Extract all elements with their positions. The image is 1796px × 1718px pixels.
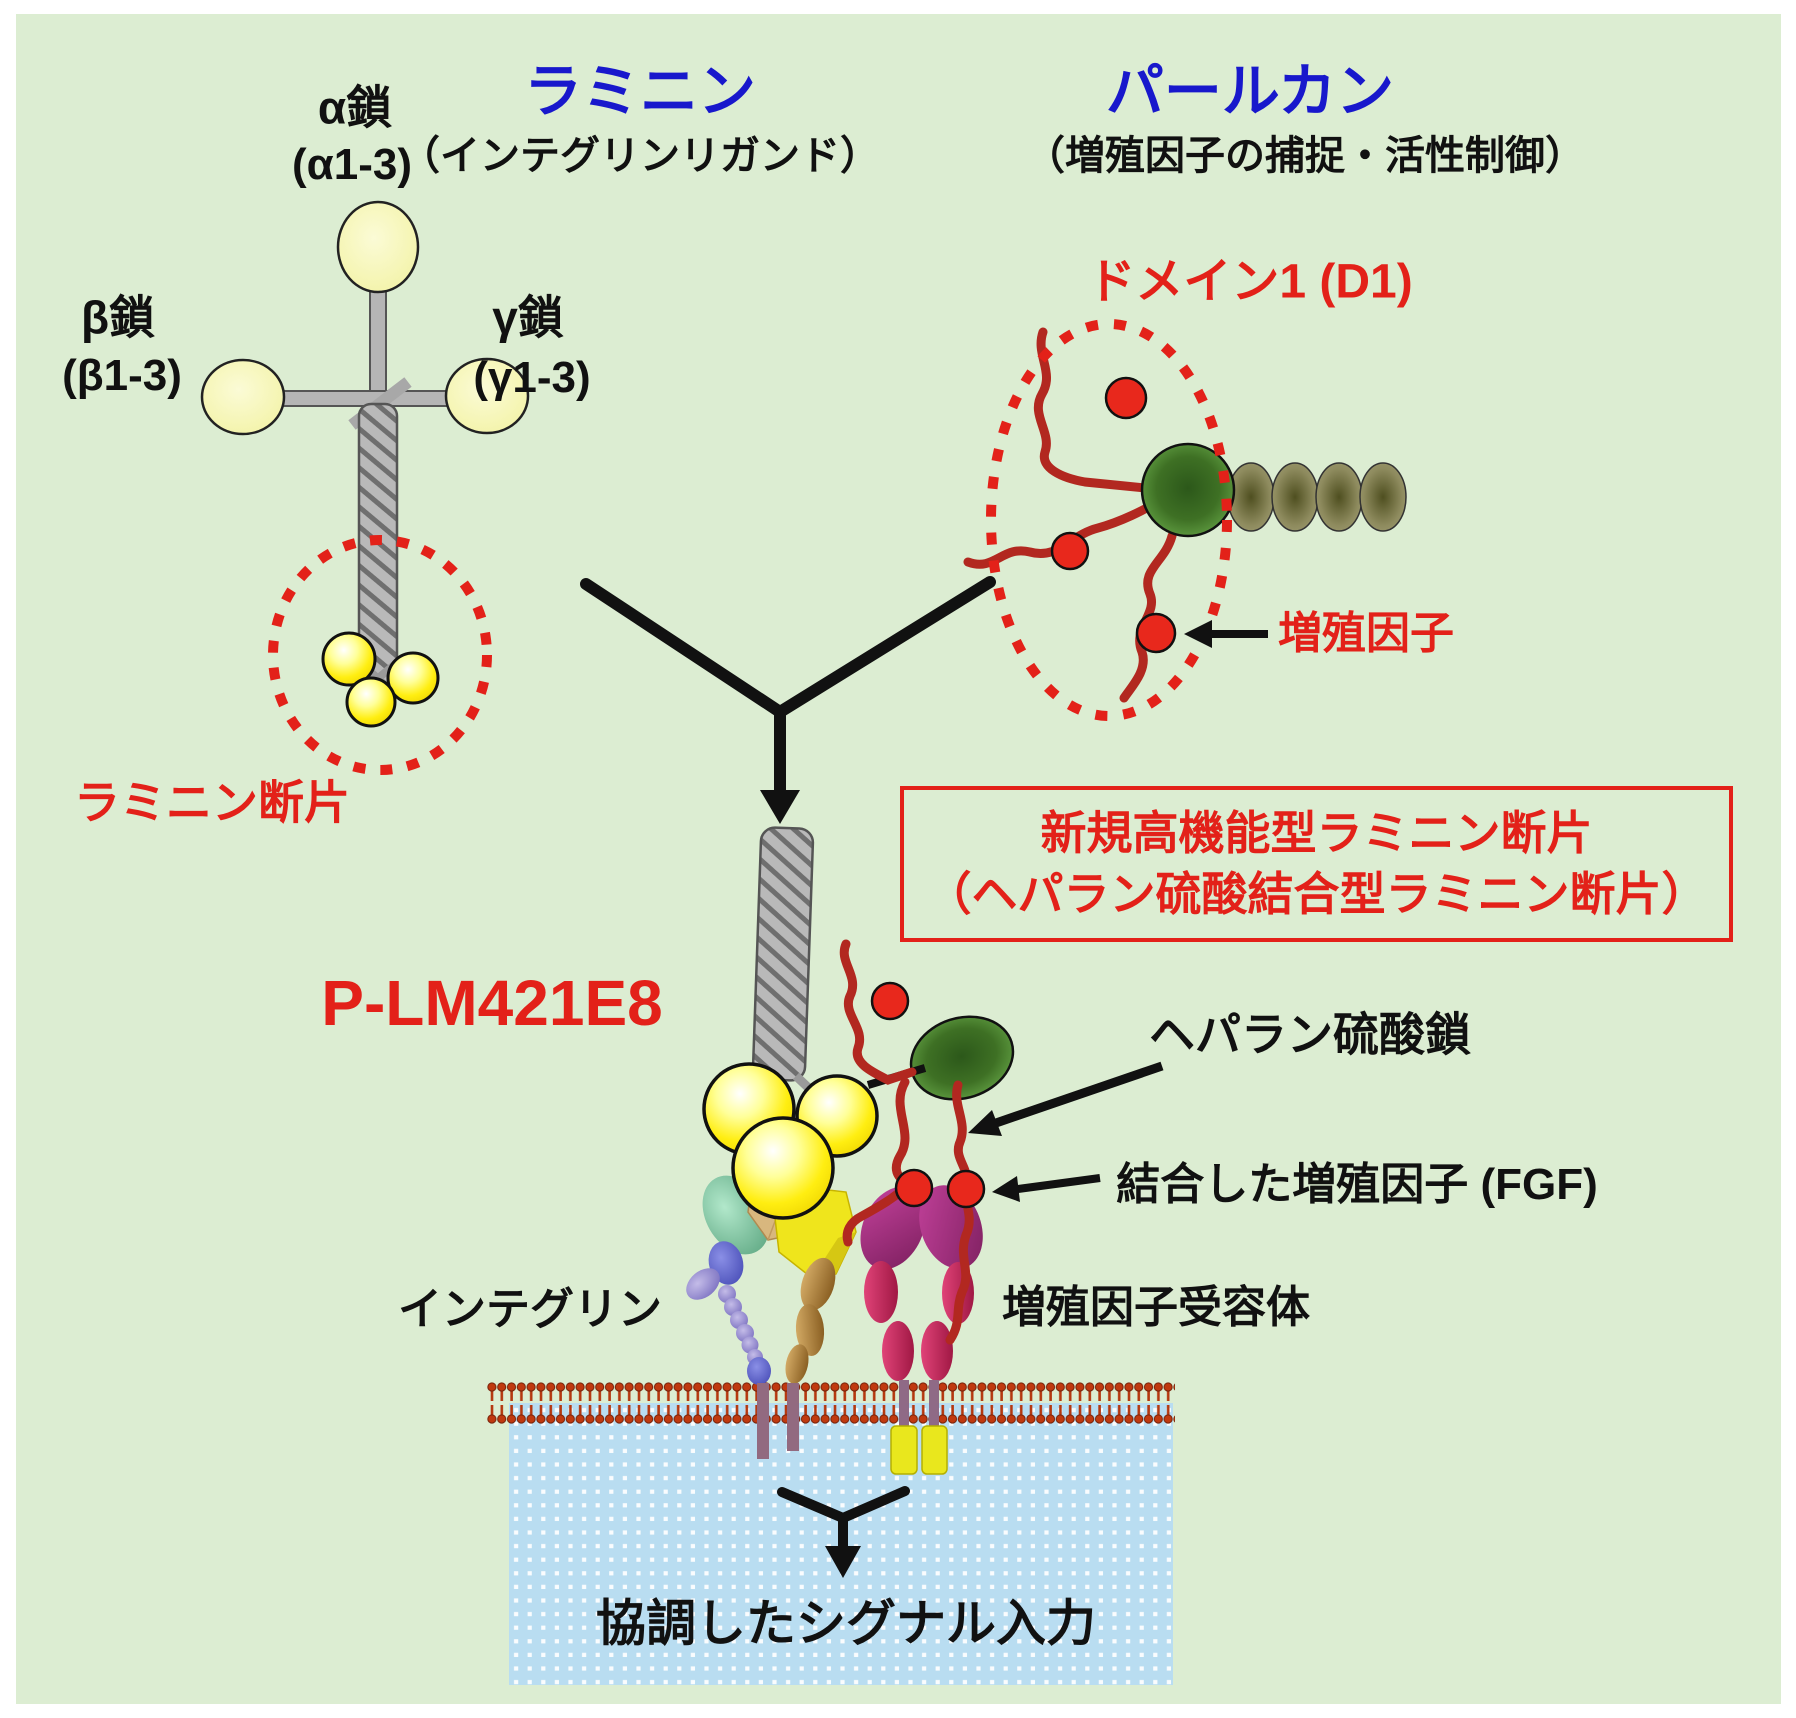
laminin-alpha-arm [369,283,387,405]
laminin-lg-domain [345,676,397,728]
integrin-label: インテグリン [398,1284,662,1334]
growth-factor-label: 増殖因子 [1278,608,1454,658]
merge-arrow [580,576,996,824]
fgfr-ig-domain [864,1261,898,1323]
laminin-fragment-dotted-circle [268,535,492,775]
fgfr-tm-stem [899,1380,909,1428]
growth-factor-arrowhead [1184,620,1212,648]
integrin-leg-bead [747,1357,771,1385]
gamma-chain-label: γ鎖 [492,291,564,344]
laminin-gamma-globule [444,357,530,435]
cell [487,1381,1175,1685]
merge-arrowhead [760,790,800,824]
growth-factor-circle [870,981,910,1021]
alpha-chain-label: α鎖 [317,81,393,134]
perlecan-domain-bead [1359,462,1407,532]
integrin-leg-bead-brown [795,1304,825,1356]
integrin-leg-bead-brown [785,1344,809,1384]
heparan-sulfate-chain [839,939,917,1085]
heparan-sulfate-chain [1033,327,1150,493]
laminin-beta-globule [200,358,286,436]
fgf-label-arrowhead [992,1176,1020,1202]
fgfr-tm-stem [929,1380,939,1428]
perlecan-domain-bead [1227,462,1275,532]
product-name-label: P-LM421E8 [321,966,663,1039]
merge-arrow-arms [580,576,996,718]
bound-perlecan-d1 [909,1015,1015,1101]
signal-arrowhead [825,1546,861,1578]
bound-growth-factor-circle [894,1168,934,1208]
perlecan-title: パールカン [1105,59,1395,125]
heparan-label-arrowhead [968,1110,1002,1136]
fragment-lg-domain [731,1116,835,1220]
laminin-cartoon [200,200,530,775]
perlecan-subtitle: （増殖因子の捕捉・活性制御） [1025,134,1585,178]
bound-growth-factor-circle [946,1169,986,1209]
fgfr-ig-domain [921,1321,953,1381]
integrin-tm-stem [787,1383,799,1451]
fgfr-kinase-domain [921,1425,948,1475]
signal-arrow [777,1486,910,1578]
perlecan-cartoon [963,319,1407,721]
complex-cartoon [686,826,1164,1475]
integrin-tm-stem [757,1383,769,1459]
integrin-leg-bead-brown [800,1257,836,1311]
fgfr-ig-domain [882,1321,914,1381]
perlecan-domain-bead [1315,462,1363,532]
fgf-label-arrow [1017,1174,1101,1193]
heparan-label-arrow [994,1061,1164,1128]
beta-chain-label: β鎖 [80,291,156,344]
signal-label: 協調したシグナル入力 [596,1595,1096,1652]
laminin-lg-domain [321,631,377,687]
growth-factor-circle [1135,612,1177,654]
product-box-line2: （ヘパラン硫酸結合型ラミニン断片） [925,868,1708,920]
product-box-line1: 新規高機能型ラミニン断片 [1040,807,1593,860]
laminin-fragment-label: ラミニン断片 [74,776,350,829]
beta-range-label: (β1-3) [62,350,182,400]
laminin-lg-domain [386,651,440,705]
domain1-label: ドメイン1 (D1) [1087,255,1413,309]
fgfr-kinase-domain [890,1425,918,1475]
growth-factor-circle [1050,531,1090,571]
gamma-range-label: (γ1-3) [473,352,591,402]
laminin-subtitle: （インテグリンリガンド） [400,134,880,178]
laminin-alpha-globule [336,200,420,294]
perlecan-d1-core [1140,442,1236,538]
product-description-box: 新規高機能型ラミニン断片 （ヘパラン硫酸結合型ラミニン断片） [900,786,1733,942]
gf-receptor-label: 増殖因子受容体 [1002,1282,1310,1332]
alpha-range-label: (α1-3) [292,139,412,189]
integrin-leg-bead [686,1268,720,1300]
laminin-title: ラミニン [523,59,757,125]
heparan-chain-label: ヘパラン硫酸鎖 [1149,1008,1471,1061]
perlecan-domain-bead [1271,462,1319,532]
fragment-coiled-coil [751,826,815,1082]
plasma-membrane [487,1381,1175,1425]
growth-factor-circle [1104,376,1148,420]
bound-gf-label: 結合した増殖因子 (FGF) [1116,1159,1598,1209]
perlecan-d1-dotted-ellipse [986,319,1232,721]
